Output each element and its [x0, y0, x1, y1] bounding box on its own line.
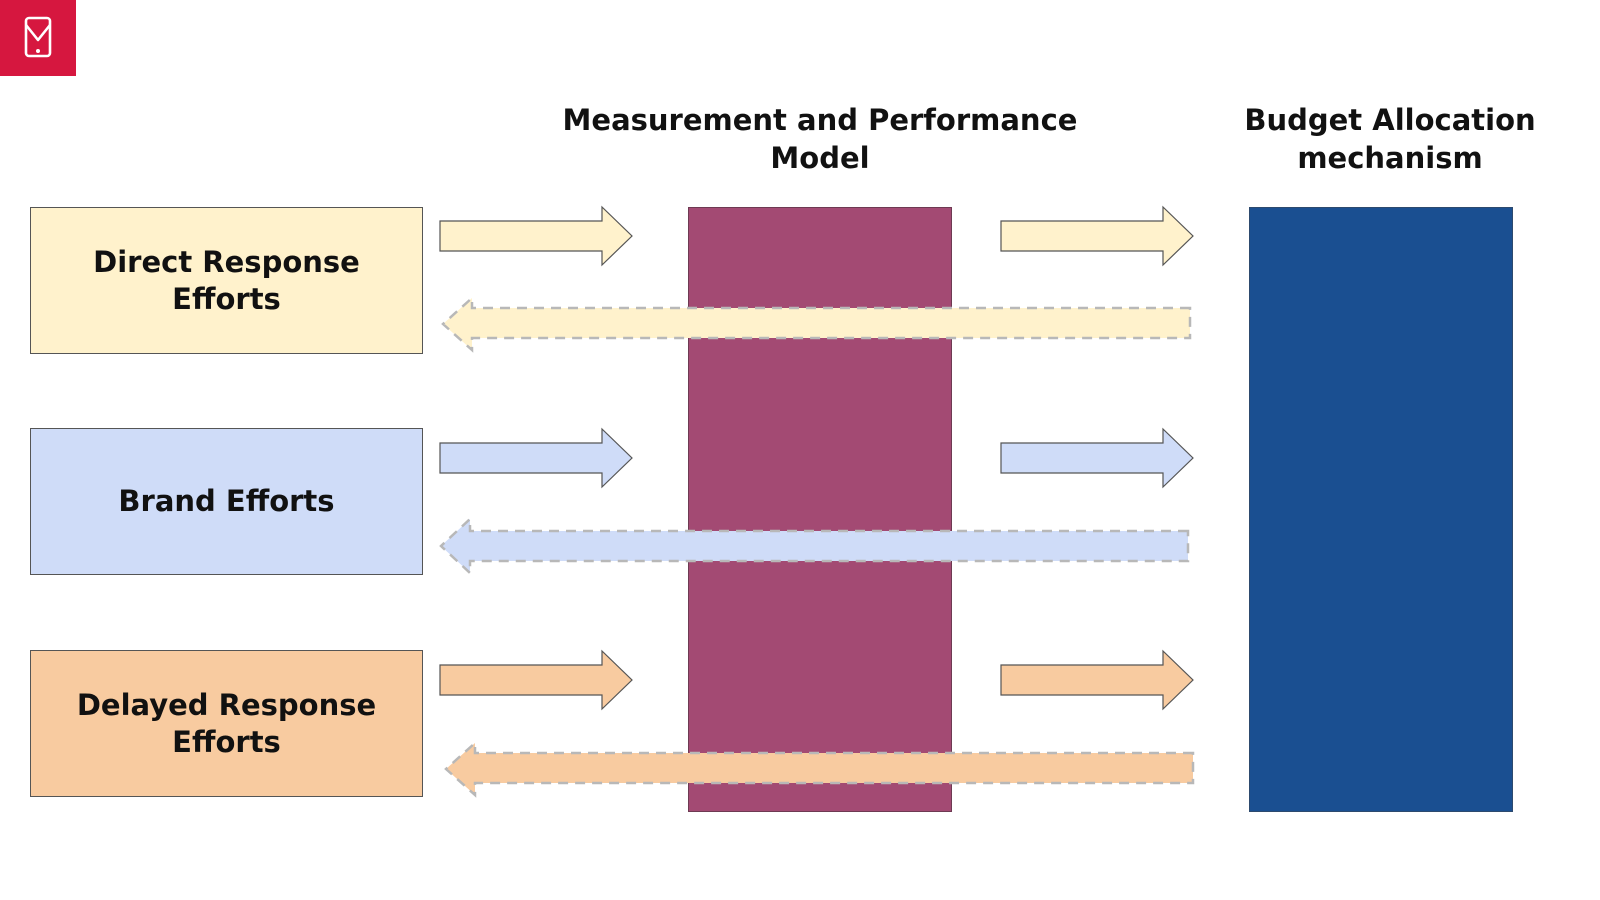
delayed-forward-arrow-2 [1000, 649, 1194, 711]
brand-efforts-box: Brand Efforts [30, 428, 423, 575]
direct-response-box: Direct Response Efforts [30, 207, 423, 354]
mobile-envelope-icon [24, 16, 52, 58]
budget-allocation-block [1249, 207, 1513, 812]
direct-response-label: Direct Response Efforts [93, 244, 360, 316]
mobile-home-dot [36, 49, 40, 53]
measurement-model-block [688, 207, 952, 812]
budget-heading: Budget Allocation mechanism [1244, 103, 1536, 175]
brand-forward-arrow-2 [1000, 427, 1194, 489]
brand-efforts-label: Brand Efforts [118, 484, 335, 518]
direct-forward-arrow-2 [1000, 205, 1194, 267]
logo [0, 0, 76, 76]
brand-forward-arrow-1 [439, 427, 633, 489]
delayed-response-box: Delayed Response Efforts [30, 650, 423, 797]
direct-forward-arrow-1 [439, 205, 633, 267]
delayed-forward-arrow-1 [439, 649, 633, 711]
model-heading: Measurement and Performance Model [562, 103, 1078, 175]
delayed-response-label: Delayed Response Efforts [76, 687, 377, 759]
